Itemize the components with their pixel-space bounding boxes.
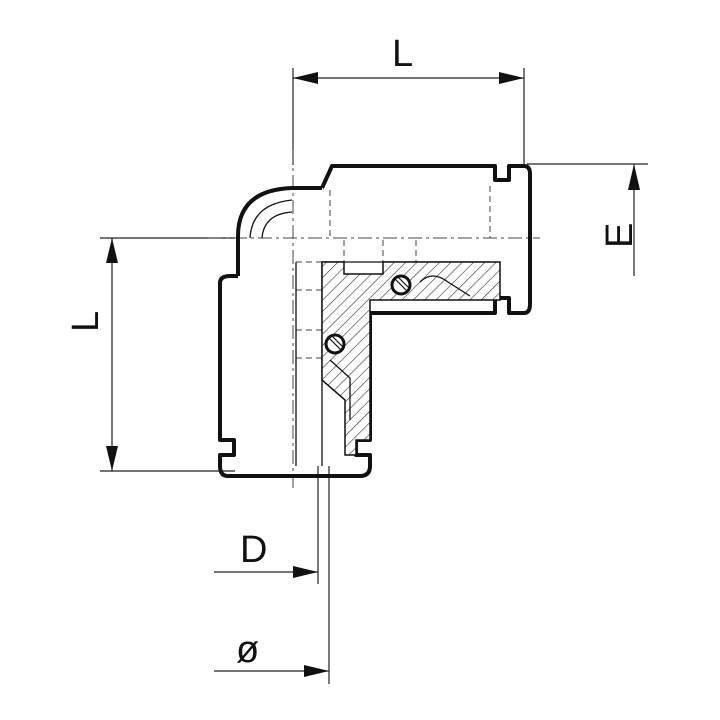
section-hatching: [321, 261, 501, 456]
fitting-body: [218, 164, 532, 478]
elbow-curve-outline: [236, 186, 322, 276]
dimension-d: D: [214, 466, 319, 584]
horizontal-branch-outline: [320, 164, 532, 315]
dimension-label-left-l: L: [65, 311, 107, 332]
vertical-branch-outline: [218, 274, 372, 478]
dimension-label-phi: ø: [236, 629, 259, 671]
dimension-label-top-l: L: [392, 33, 413, 75]
dimension-e: E: [527, 163, 648, 276]
center-lines: [208, 150, 540, 488]
dimension-label-d: D: [240, 529, 267, 571]
dimension-phi: ø: [214, 466, 330, 684]
o-rings: [324, 274, 412, 355]
dimension-top-l: L: [292, 33, 525, 165]
dimension-left-l: L: [65, 237, 235, 472]
hatched-wall: [321, 261, 501, 456]
dimension-label-e: E: [599, 223, 641, 248]
